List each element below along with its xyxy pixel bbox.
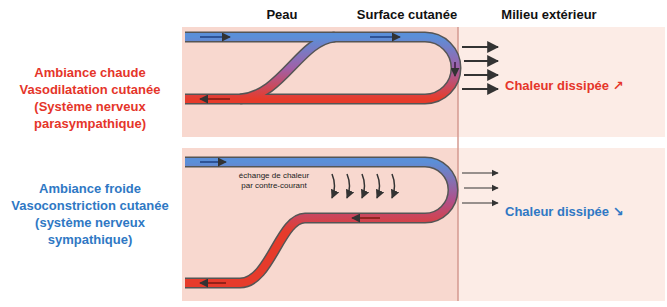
condition-label: Ambiance chaude	[0, 64, 180, 81]
vessel	[185, 162, 453, 283]
heat-label: Chaleur dissipée ↘	[505, 203, 663, 220]
skin-panel	[182, 27, 458, 137]
condition-label: Ambiance froide	[0, 180, 180, 197]
vessel	[185, 37, 456, 99]
flow-arrow	[200, 98, 230, 100]
flow-arrow	[370, 36, 400, 38]
column-header: Milieu extérieur	[484, 6, 614, 23]
flow-arrow	[454, 62, 456, 76]
shunt-vessel	[240, 37, 335, 99]
flow-arrow	[200, 36, 230, 38]
response-label: Vasodilatation cutanée	[0, 81, 180, 98]
heat-label: Chaleur dissipée ↗	[505, 77, 663, 94]
flow-arrow	[200, 282, 226, 284]
skin-panel	[182, 148, 458, 301]
exchange-arrow	[392, 174, 395, 198]
column-header: Peau	[257, 6, 307, 23]
outside-panel	[458, 148, 665, 301]
exchange-arrow	[347, 174, 350, 198]
heat-arrow	[462, 202, 498, 203]
exchange-note: échange de chaleur par contre-courant	[236, 171, 312, 191]
exchange-arrow	[362, 174, 365, 198]
heat-arrow	[464, 74, 498, 76]
heat-arrow	[462, 172, 498, 173]
flow-arrow	[352, 217, 380, 219]
nervous-system-label: (système nerveux sympathique)	[25, 214, 155, 248]
flow-arrow	[200, 161, 226, 163]
heat-arrow	[462, 88, 498, 90]
shunt-outline	[240, 37, 335, 99]
nervous-system-label: (Système nerveux parasympathique)	[25, 98, 155, 132]
heat-arrow	[464, 187, 498, 188]
heat-arrow	[464, 60, 498, 62]
column-header: Surface cutanée	[345, 6, 469, 23]
exchange-arrow	[332, 174, 335, 198]
vessel-outline	[185, 162, 453, 283]
exchange-arrow	[377, 174, 380, 198]
vessel-outline	[185, 37, 456, 99]
heat-arrow	[462, 46, 498, 48]
response-label: Vasoconstriction cutanée	[0, 197, 180, 214]
outside-panel	[458, 27, 665, 137]
